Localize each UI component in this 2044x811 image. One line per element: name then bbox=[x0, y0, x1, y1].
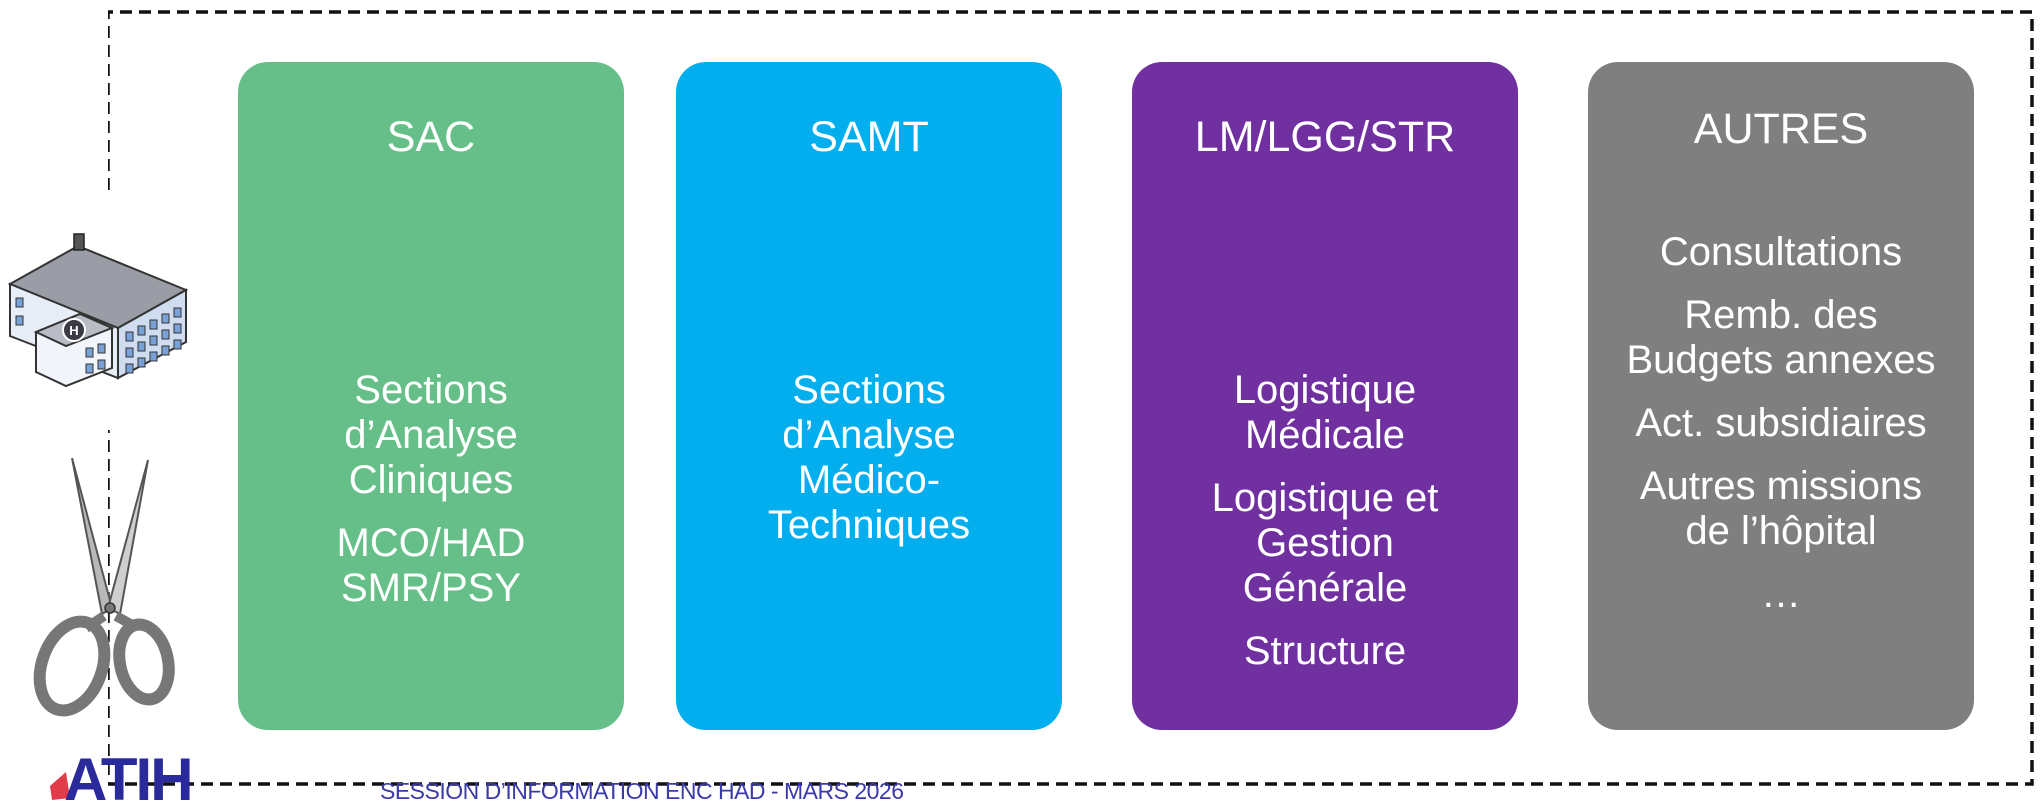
card-text-group: Act. subsidiaires bbox=[1588, 401, 1974, 446]
card-text-line: … bbox=[1761, 572, 1801, 616]
card-text-line: Consultations bbox=[1659, 230, 1903, 274]
card-text-line: Logistique et bbox=[1211, 476, 1439, 520]
card-text-line: Budgets annexes bbox=[1626, 338, 1936, 382]
footer-text: SESSION D’INFORMATION ENC HAD - MARS 202… bbox=[380, 778, 904, 804]
hospital-icon: H bbox=[0, 228, 194, 398]
card-text-line: Logistique bbox=[1233, 368, 1417, 412]
card-text-line: Sections bbox=[354, 368, 508, 412]
scissors-icon bbox=[30, 457, 180, 718]
card-text-line: Médicale bbox=[1244, 413, 1406, 457]
logo-text: ATIH bbox=[64, 750, 192, 806]
svg-text:H: H bbox=[69, 323, 78, 338]
card-text-group: Structure bbox=[1132, 629, 1518, 674]
card-text-line: Sections bbox=[792, 368, 946, 412]
card-text-line: MCO/HAD bbox=[336, 521, 526, 565]
card-title: LM/LGG/STR bbox=[1194, 113, 1456, 161]
card-text-line: Techniques bbox=[767, 503, 971, 547]
card-text-line: de l’hôpital bbox=[1685, 509, 1877, 553]
card-text-line: d’Analyse bbox=[344, 413, 518, 457]
card-text-line: Médico- bbox=[797, 458, 941, 502]
card-text-line: Act. subsidiaires bbox=[1635, 401, 1927, 445]
card-text-line: Remb. des bbox=[1684, 293, 1878, 337]
card-text-line: Structure bbox=[1243, 629, 1407, 673]
card-text-line: Cliniques bbox=[348, 458, 514, 502]
card-text-line: SMR/PSY bbox=[340, 566, 522, 610]
atih-logo: ATIH bbox=[44, 746, 228, 811]
card-text-line: Générale bbox=[1242, 566, 1408, 610]
card-title: SAMT bbox=[809, 113, 929, 161]
card-text-line: d’Analyse bbox=[782, 413, 956, 457]
card-text-group: Consultations bbox=[1588, 230, 1974, 275]
card-text-group: … bbox=[1588, 572, 1974, 617]
card-title: AUTRES bbox=[1693, 105, 1869, 153]
card-title: SAC bbox=[386, 113, 476, 161]
card-text-line: Autres missions bbox=[1639, 464, 1923, 508]
card-text-line: Gestion bbox=[1256, 521, 1394, 565]
